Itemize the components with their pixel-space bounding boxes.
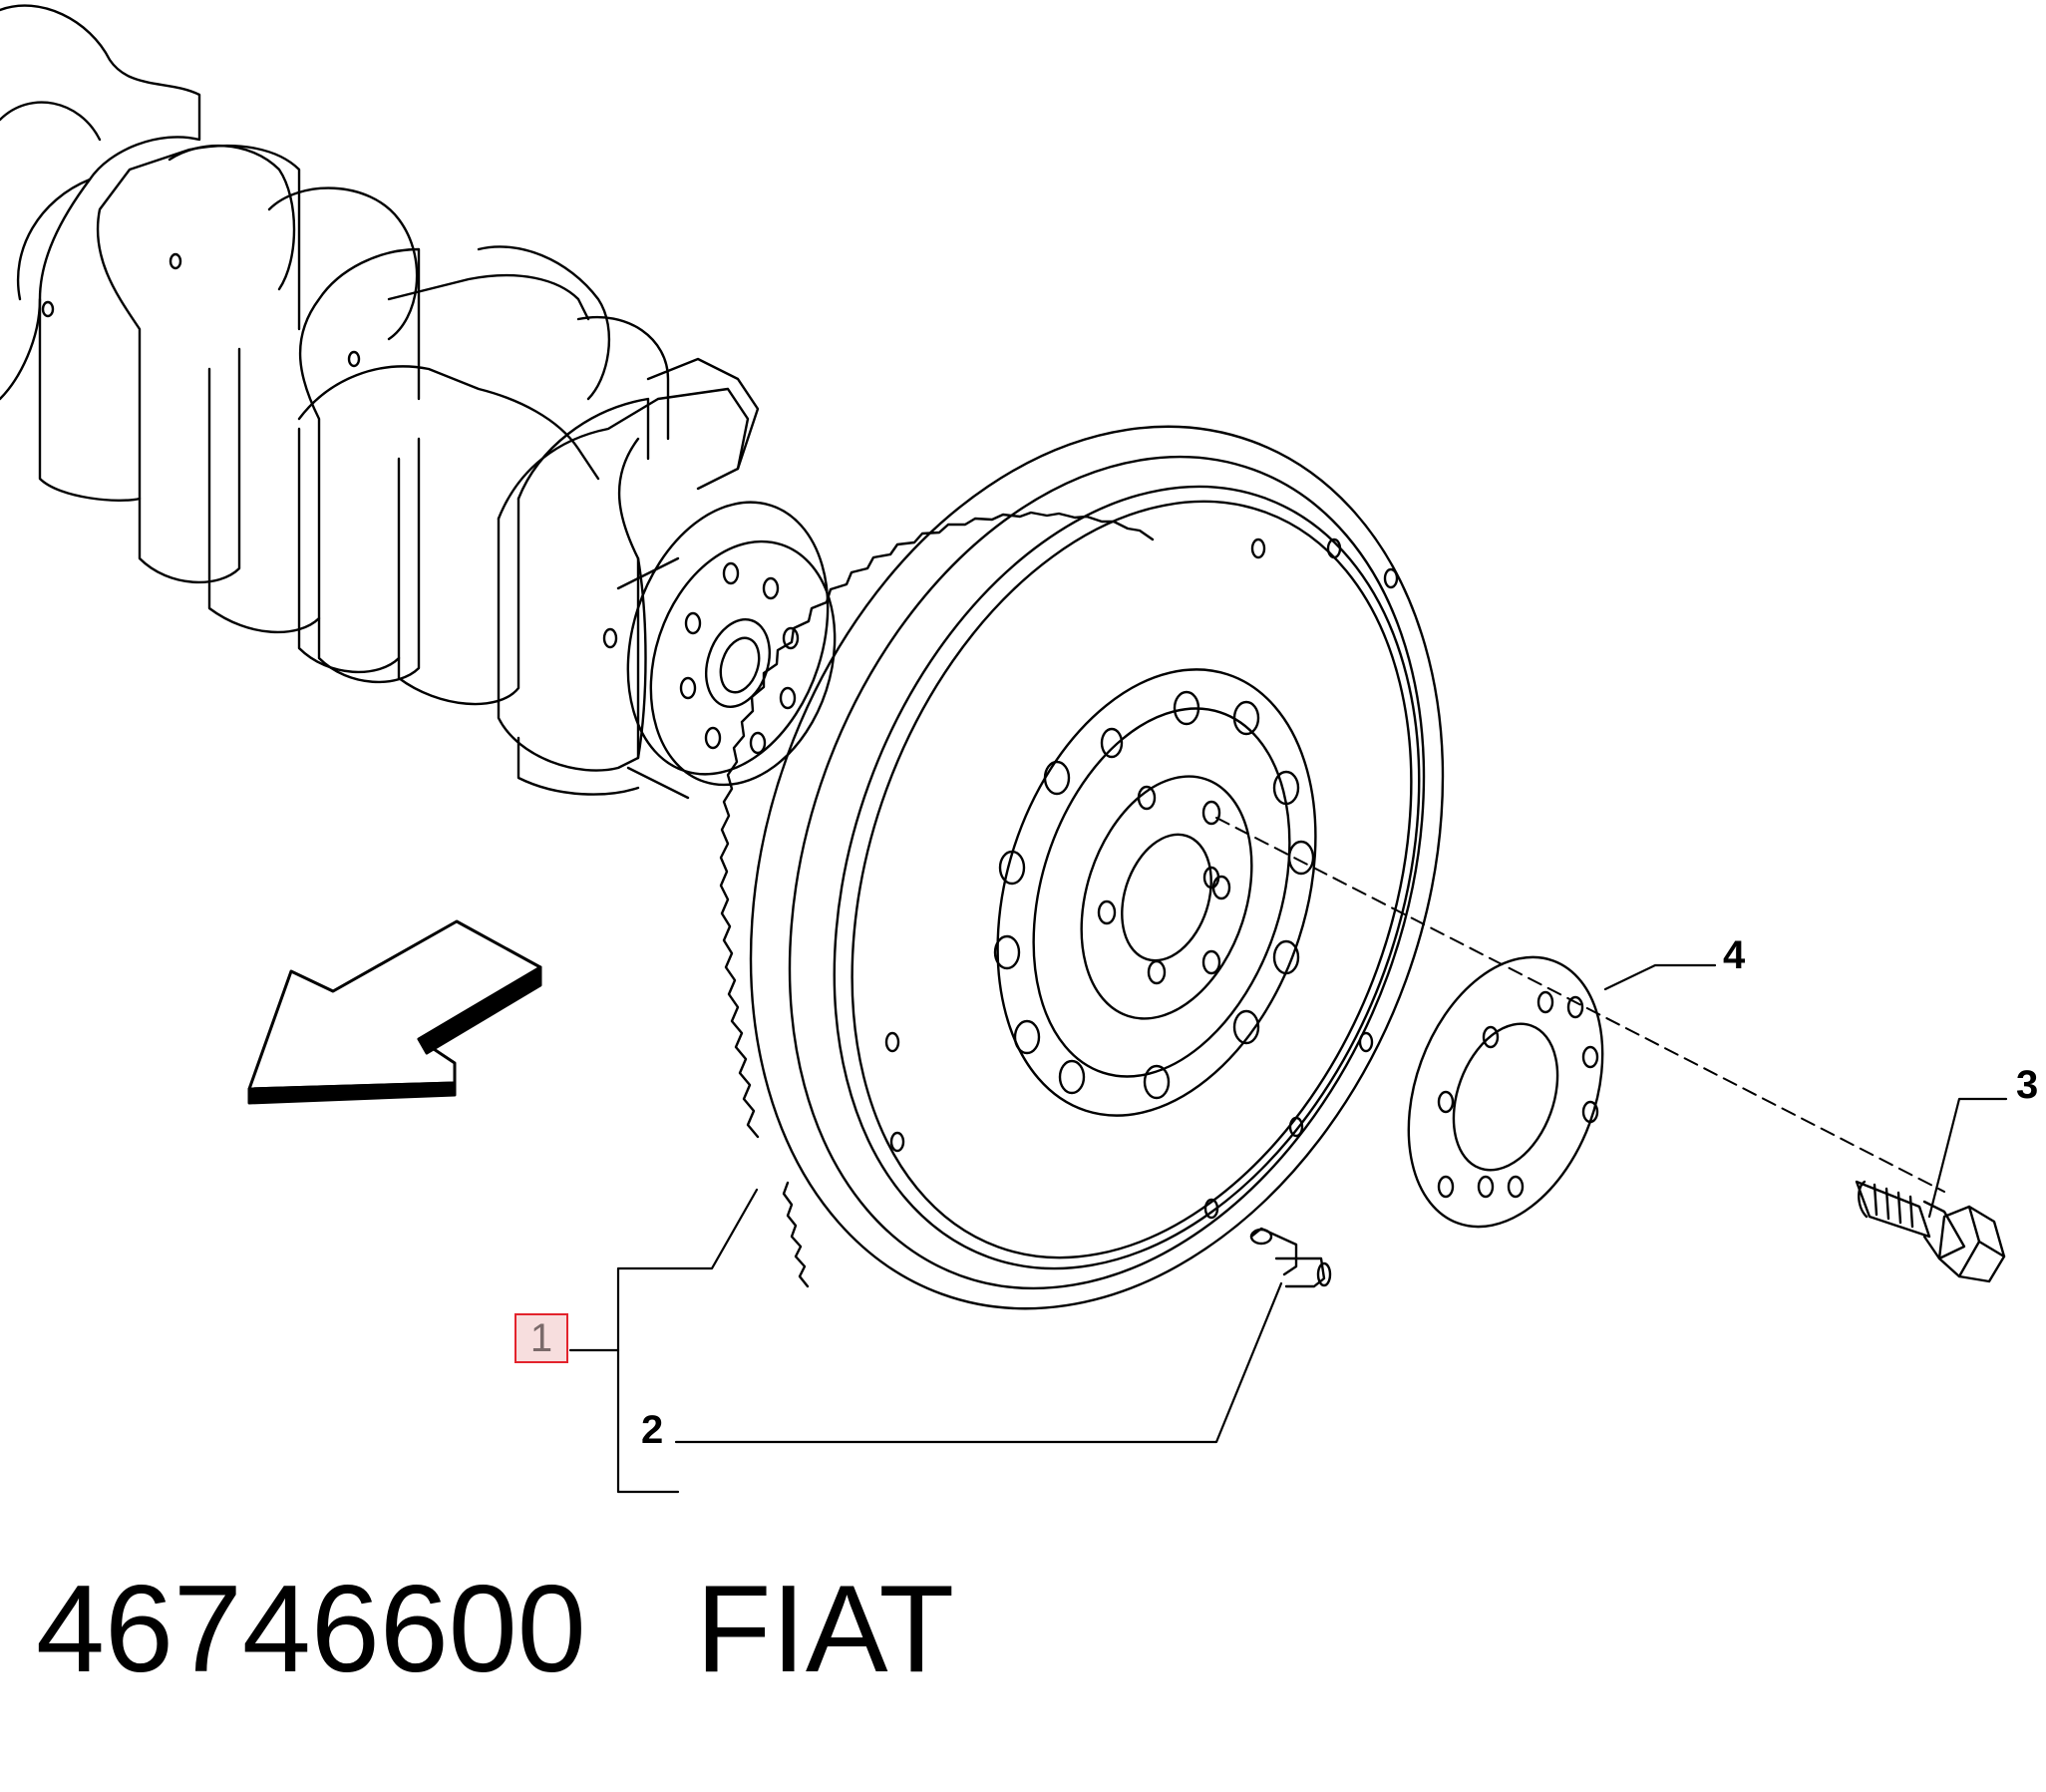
flywheel: [719, 425, 1445, 1310]
callout-leader-lines: [568, 963, 2008, 1494]
flywheel-bolt: [1855, 1180, 2006, 1283]
callout-2: 2: [641, 1408, 664, 1452]
callout-4: 4: [1723, 933, 1746, 977]
direction-arrow-icon: [247, 919, 542, 1105]
callout-1[interactable]: 1: [514, 1313, 568, 1363]
part-number: 46746600: [36, 1561, 586, 1698]
dowel-pin: [1249, 1227, 1332, 1288]
assembly-axis-line: [1215, 817, 1945, 1193]
brand-name: FIAT: [695, 1561, 955, 1698]
crankshaft: [0, 4, 837, 800]
washer-plate: [1407, 955, 1604, 1229]
callout-3: 3: [2016, 1063, 2039, 1107]
